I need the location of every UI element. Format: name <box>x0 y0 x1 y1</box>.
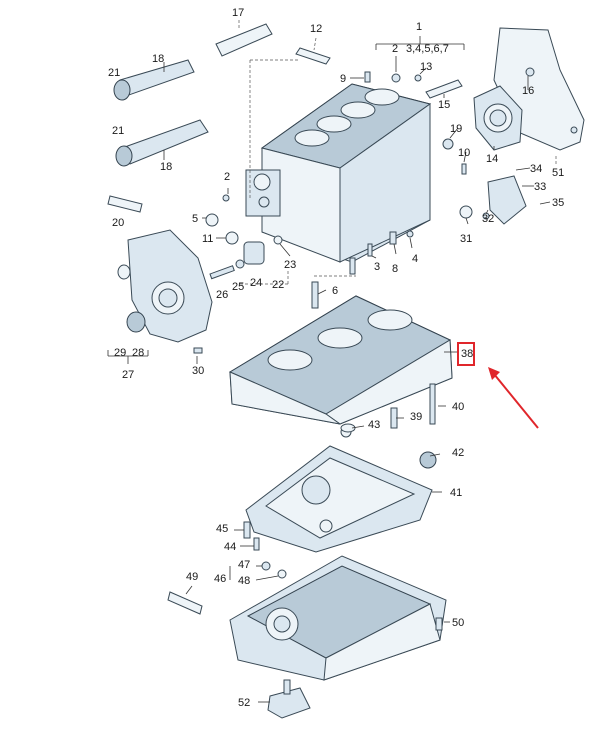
callout-2: 2 <box>392 43 398 55</box>
callout-26: 26 <box>216 289 228 301</box>
callout-28: 28 <box>132 347 144 359</box>
callout-4: 4 <box>412 253 418 265</box>
callout-45: 45 <box>216 523 228 535</box>
callout-19: 19 <box>450 123 462 135</box>
rear-seal-flange <box>473 85 523 151</box>
callout-38: 38 <box>461 348 473 360</box>
callout-labels: 1 3,4,5,6,7 2 2 3 4 5 6 8 9 10 11 12 13 … <box>108 7 564 709</box>
baffle-plate <box>245 426 437 553</box>
callout-12: 12 <box>310 23 322 35</box>
engine-block <box>245 83 432 263</box>
callout-21-top: 21 <box>108 67 120 79</box>
callout-18-top: 18 <box>152 53 164 65</box>
leader-lines <box>107 20 557 703</box>
callout-33: 33 <box>534 181 546 193</box>
callout-6: 6 <box>332 285 338 297</box>
pointer-arrow-head <box>488 367 500 380</box>
callout-8: 8 <box>392 263 398 275</box>
callout-52: 52 <box>238 697 250 709</box>
oil-pan <box>229 555 447 681</box>
callout-10: 10 <box>458 147 470 159</box>
callout-51: 51 <box>552 167 564 179</box>
balance-shafts <box>113 59 209 167</box>
callout-31: 31 <box>460 233 472 245</box>
callout-47: 47 <box>238 559 250 571</box>
callout-44: 44 <box>224 541 236 553</box>
highlight-annotation <box>457 342 539 429</box>
callout-39: 39 <box>410 411 422 423</box>
callout-9: 9 <box>340 73 346 85</box>
bedplate <box>228 295 453 425</box>
callout-32: 32 <box>482 213 494 225</box>
callout-23: 23 <box>284 259 296 271</box>
callout-22: 22 <box>272 279 284 291</box>
callout-18-bottom: 18 <box>160 161 172 173</box>
callout-15: 15 <box>438 99 450 111</box>
small-parts-top <box>107 23 527 354</box>
callout-11: 11 <box>202 233 213 245</box>
callout-30: 30 <box>192 365 204 377</box>
callout-13: 13 <box>420 61 432 73</box>
callout-2b: 2 <box>224 171 230 183</box>
callout-27: 27 <box>122 369 134 381</box>
pointer-arrow-shaft <box>493 373 539 429</box>
callout-21-bottom: 21 <box>112 125 124 137</box>
callout-34: 34 <box>530 163 542 175</box>
small-parts-bottom <box>167 383 443 719</box>
callout-3: 3 <box>374 261 380 273</box>
callout-46: 46 <box>214 573 226 585</box>
callout-16: 16 <box>522 85 534 97</box>
callout-43: 43 <box>368 419 380 431</box>
callout-25: 25 <box>232 281 244 293</box>
callout-42: 42 <box>452 447 464 459</box>
callout-50: 50 <box>452 617 464 629</box>
callout-5: 5 <box>192 213 198 225</box>
callout-48: 48 <box>238 575 250 587</box>
callout-24: 24 <box>250 277 262 289</box>
callout-17: 17 <box>232 7 244 19</box>
timing-cover <box>117 229 213 343</box>
callout-1-subparts: 3,4,5,6,7 <box>406 43 449 55</box>
callout-14: 14 <box>486 153 498 165</box>
callout-20: 20 <box>112 217 124 229</box>
callout-35: 35 <box>552 197 564 209</box>
callout-1: 1 <box>416 21 422 33</box>
callout-49: 49 <box>186 571 198 583</box>
highlight-box <box>457 342 475 366</box>
callout-41: 41 <box>450 487 462 499</box>
callout-40: 40 <box>452 401 464 413</box>
callout-29: 29 <box>114 347 126 359</box>
